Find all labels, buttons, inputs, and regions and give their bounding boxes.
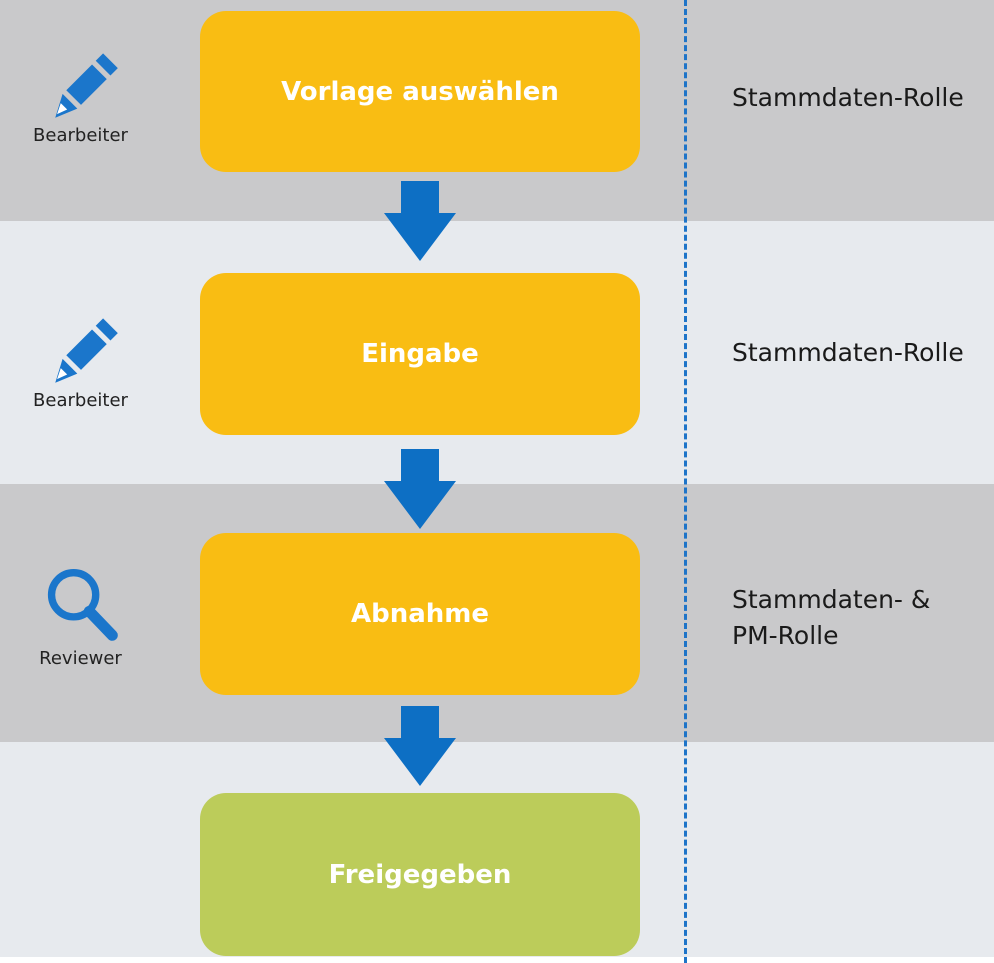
step-input: Eingabe	[200, 273, 640, 435]
step-select-template: Vorlage auswählen	[200, 11, 640, 172]
actor-editor: Bearbeiter	[18, 35, 143, 146]
actor-label: Bearbeiter	[33, 390, 128, 411]
role-line: Stammdaten-Rolle	[732, 83, 964, 112]
step-label: Vorlage auswählen	[281, 76, 559, 107]
actor-label: Reviewer	[39, 648, 122, 669]
role-column-divider	[684, 0, 687, 963]
actor-editor: Bearbeiter	[18, 300, 143, 411]
actor-reviewer: Reviewer	[18, 558, 143, 669]
step-released: Freigegeben	[200, 793, 640, 956]
magnifier-icon	[47, 569, 118, 641]
role-line: Stammdaten- &	[732, 585, 931, 614]
arrow-down-icon	[384, 181, 456, 261]
role-line: Stammdaten-Rolle	[732, 338, 964, 367]
step-label: Freigegeben	[328, 859, 512, 890]
arrow-down-icon	[384, 449, 456, 529]
role-line: PM-Rolle	[732, 621, 839, 650]
step-acceptance: Abnahme	[200, 533, 640, 695]
pencil-icon	[54, 318, 118, 383]
role-label: Stammdaten-Rolle	[732, 80, 982, 116]
pencil-icon	[54, 53, 118, 118]
arrow-down-icon	[384, 706, 456, 786]
role-label: Stammdaten-Rolle	[732, 335, 982, 371]
step-label: Abnahme	[350, 599, 490, 629]
actor-label: Bearbeiter	[33, 125, 128, 146]
role-label: Stammdaten- & PM-Rolle	[732, 582, 982, 654]
step-label: Eingabe	[361, 339, 479, 369]
